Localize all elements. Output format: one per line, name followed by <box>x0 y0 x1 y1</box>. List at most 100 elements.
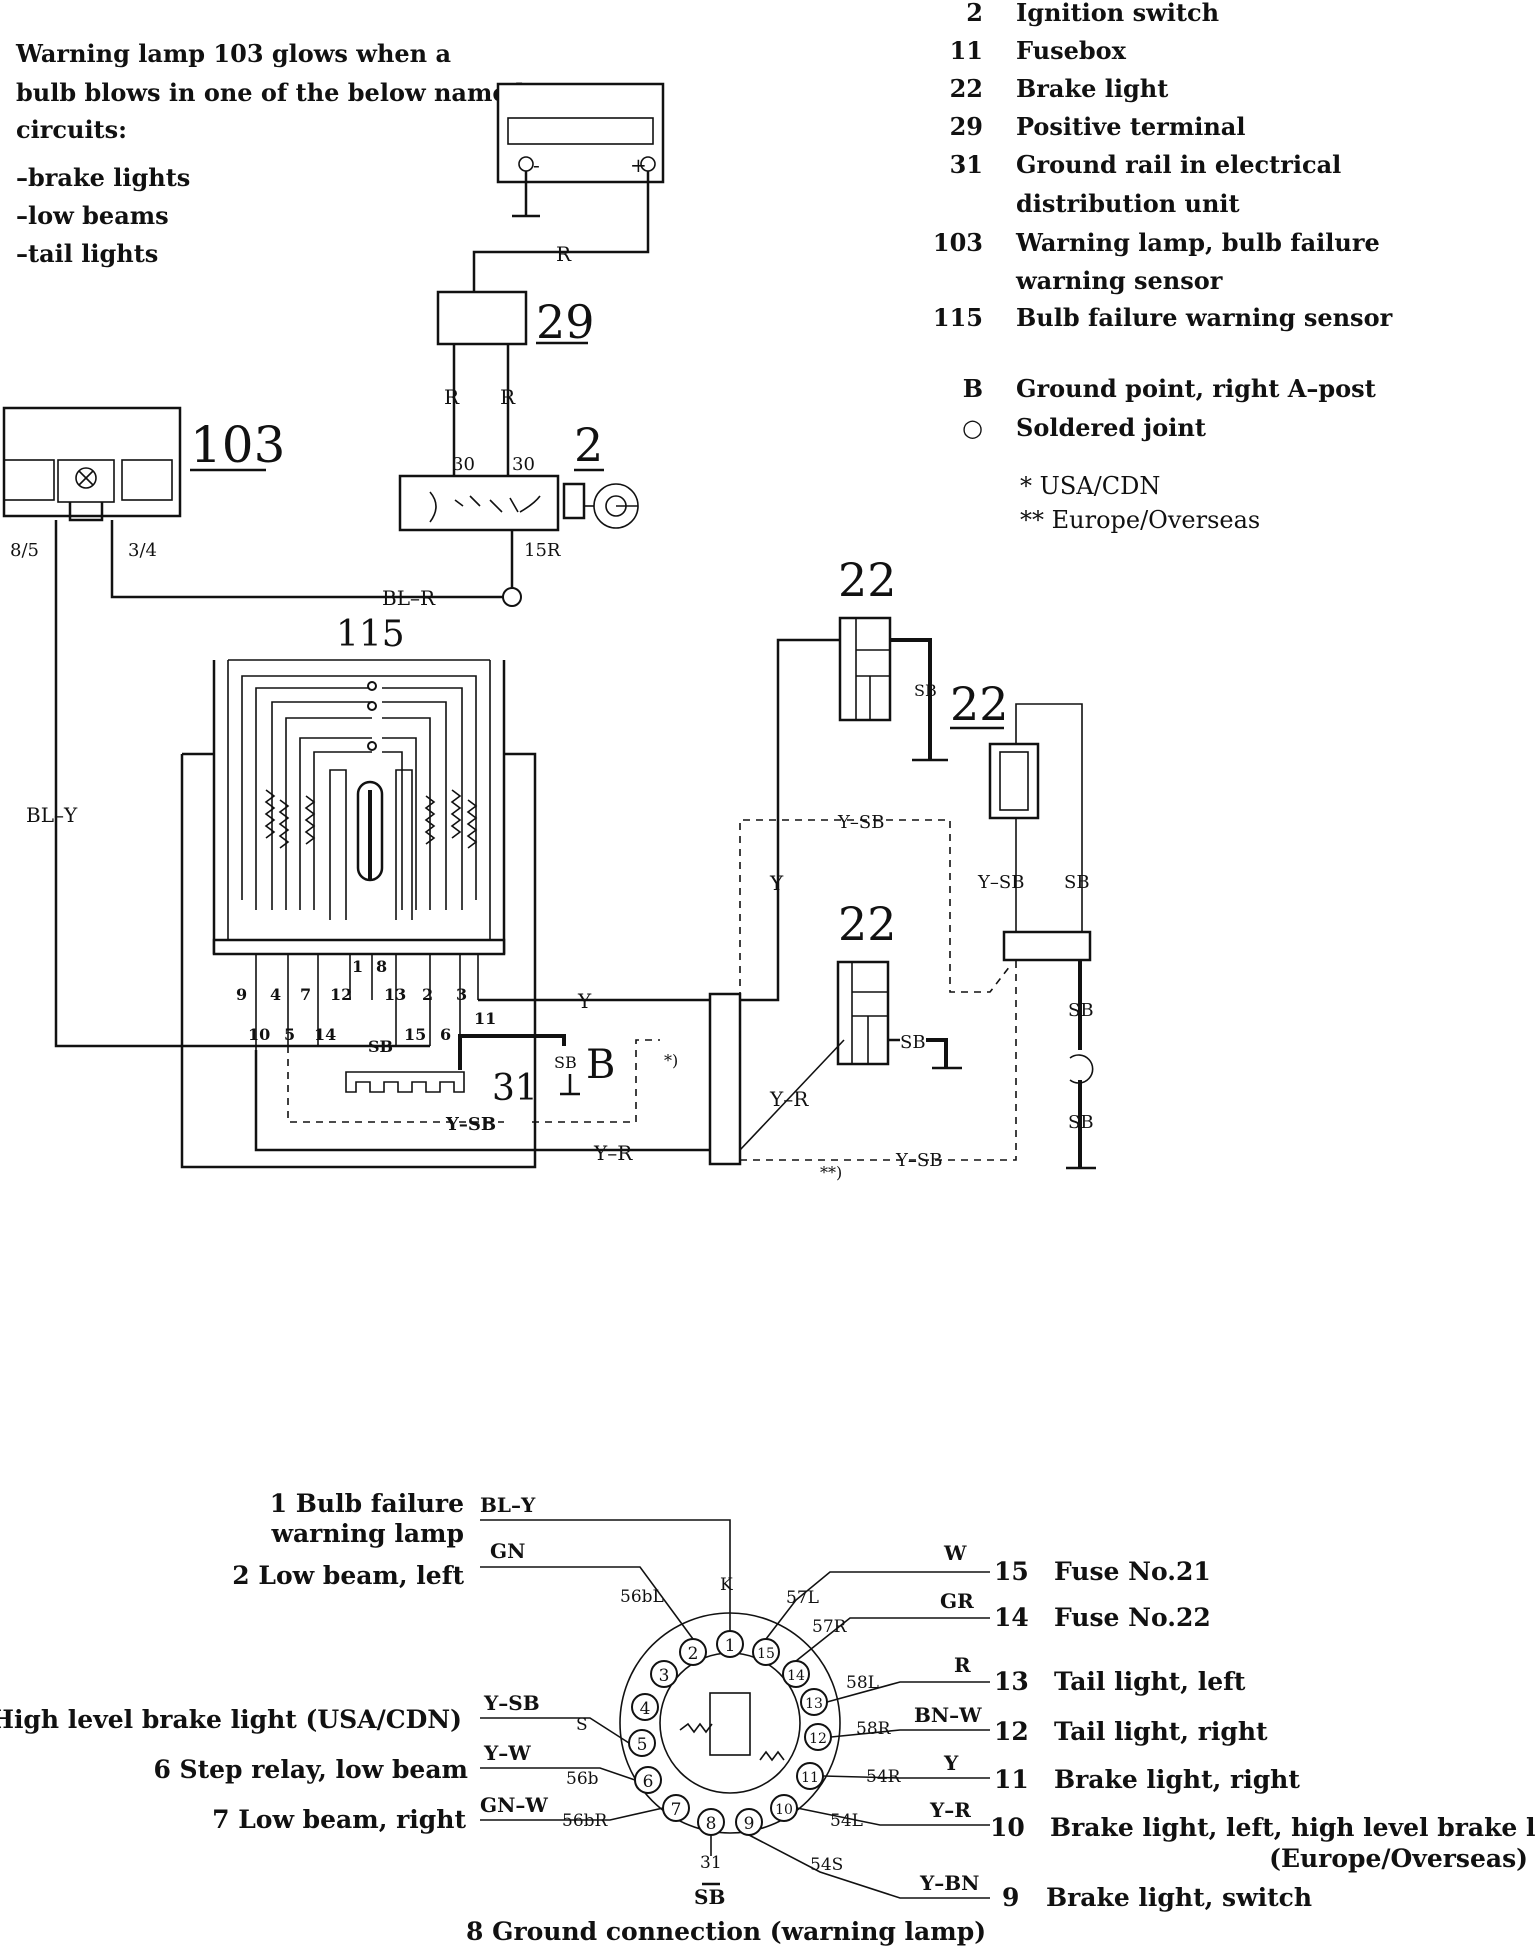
connector-pins: 1 2 3 4 5 6 7 8 9 10 11 12 13 14 15 <box>628 1630 832 1836</box>
note-item: –tail lights <box>16 239 158 268</box>
circuit-num: 13 <box>994 1667 1029 1696</box>
legend-num: ○ <box>962 413 983 442</box>
connector-symbol <box>1069 1054 1094 1084</box>
wire-label: SB <box>1068 1000 1094 1021</box>
minus-icon: - <box>533 153 540 177</box>
wire-code: GN–W <box>480 1793 548 1817</box>
legend: 2 Ignition switch 11 Fusebox 22 Brake li… <box>933 0 1393 534</box>
component-label: 103 <box>190 416 285 474</box>
legend-num: B <box>963 374 983 403</box>
pin-label: 13 <box>805 1696 823 1712</box>
terminal-code: 56bL <box>620 1587 664 1607</box>
terminal-label: 30 <box>512 454 535 475</box>
component-label: B <box>586 1042 615 1088</box>
terminal-codes: K 56bL 57L 57R 58L 58R S 54R 56b 54L 56b… <box>562 1575 902 1875</box>
pin-label: 10 <box>248 1025 270 1044</box>
legend-num: 115 <box>933 303 983 332</box>
component-label: 31 <box>492 1068 538 1109</box>
wire-label: BL–R <box>382 586 436 610</box>
wire-label: Y <box>769 871 784 895</box>
circuit-label: 5 High level brake light (USA/CDN) <box>0 1705 462 1734</box>
component-label: 22 <box>950 677 1009 731</box>
legend-text: warning sensor <box>1015 266 1223 295</box>
warning-lamp-103 <box>2 406 182 522</box>
circuit-num: 12 <box>994 1717 1029 1746</box>
sensor-pin-labels-bottom: 10 5 14 15 6 11 <box>248 1009 496 1044</box>
wire-code: GN <box>490 1539 525 1563</box>
wire-label: **) <box>820 1163 842 1182</box>
legend-text: Ground rail in electrical <box>1016 150 1341 179</box>
pin-label: 7 <box>300 985 311 1004</box>
circuit-label: Fuse No.22 <box>1054 1603 1211 1632</box>
footnote: * USA/CDN <box>1020 472 1160 500</box>
wire-label: SB <box>900 1032 926 1053</box>
pin-circle <box>650 1660 678 1688</box>
pin-label: 15 <box>757 1646 775 1662</box>
wire-label: Y–R <box>593 1141 633 1165</box>
wire-code: Y–W <box>483 1741 531 1765</box>
pin-label: 11 <box>801 1770 819 1786</box>
circuit-label: 1 Bulb failure <box>270 1489 464 1518</box>
bulb-failure-sensor <box>180 659 537 1169</box>
pin-label: 11 <box>474 1009 496 1028</box>
terminal-code: 57L <box>786 1588 819 1608</box>
terminal-code: 56bR <box>562 1811 609 1831</box>
pin-label: 3 <box>456 985 467 1004</box>
circuit-num: 14 <box>994 1603 1029 1632</box>
note-line: Warning lamp 103 glows when a <box>15 39 451 68</box>
pin-label: 4 <box>270 985 281 1004</box>
brake-light-22a <box>838 616 892 722</box>
wire-label: R <box>444 385 460 409</box>
component-label: 2 <box>574 418 603 472</box>
terminal-label: 8/5 <box>10 540 39 561</box>
terminal-code: 58R <box>856 1719 892 1739</box>
circuit-label: warning lamp <box>270 1519 464 1548</box>
circuit-label: Tail light, left <box>1054 1667 1246 1696</box>
circuit-num: 11 <box>994 1765 1029 1794</box>
connector-right-labels: W 15 Fuse No.21 GR 14 Fuse No.22 R 13 Ta… <box>914 1541 1536 1912</box>
circuit-num: 9 <box>1002 1883 1019 1912</box>
pin-label: 14 <box>314 1025 336 1044</box>
pin-label: 14 <box>787 1668 805 1684</box>
wire-code: Y <box>943 1751 959 1775</box>
legend-num: 103 <box>933 228 983 257</box>
terminal-code: 58L <box>846 1673 879 1693</box>
circuit-label: Brake light, switch <box>1046 1883 1312 1912</box>
pin-label: 8 <box>376 957 387 976</box>
legend-text: Warning lamp, bulb failure <box>1015 228 1380 257</box>
pin-label: 10 <box>775 1802 793 1818</box>
wire-code: BL–Y <box>480 1493 536 1517</box>
wire-label: R <box>556 242 572 266</box>
wire-label: SB <box>1064 872 1090 893</box>
note-line: bulb blows in one of the below named <box>16 78 525 107</box>
legend-num: 22 <box>950 74 983 103</box>
pin-label: 7 <box>671 1800 682 1820</box>
pin-label: 5 <box>284 1025 295 1044</box>
ground-rail-31 <box>345 1071 465 1093</box>
sensor-pin-stubs <box>255 954 479 1050</box>
wire-code: R <box>954 1653 971 1677</box>
circuit-label: Brake light, left, high level brake ligh… <box>1050 1813 1536 1842</box>
sensor-pin-labels-top: 9 4 7 12 1 8 13 2 3 <box>236 957 467 1004</box>
wire-label: Y–SB <box>837 812 884 833</box>
terminal-label: 30 <box>452 454 475 475</box>
pin-label: 4 <box>640 1699 651 1719</box>
legend-text: distribution unit <box>1016 189 1240 218</box>
legend-text: Fusebox <box>1016 36 1127 65</box>
component-label: 115 <box>336 614 405 655</box>
note-item: –brake lights <box>16 163 190 192</box>
wire-label: Y–SB <box>977 872 1024 893</box>
footnote: ** Europe/Overseas <box>1020 506 1260 534</box>
wire-label: Y–SB <box>895 1150 942 1171</box>
wire-label: R <box>500 385 516 409</box>
terminal-code: 31 <box>700 1853 722 1873</box>
legend-text: Soldered joint <box>1016 413 1206 442</box>
brake-light-22c <box>836 960 890 1066</box>
high-level-connector <box>1002 930 1092 962</box>
circuit-label: Fuse No.21 <box>1054 1557 1211 1586</box>
pin-label: 9 <box>236 985 247 1004</box>
circuit-label: Tail light, right <box>1054 1717 1268 1746</box>
terminal-code: 57R <box>812 1617 848 1637</box>
wire-label: SB <box>914 681 937 700</box>
note-line: circuits: <box>16 115 127 144</box>
